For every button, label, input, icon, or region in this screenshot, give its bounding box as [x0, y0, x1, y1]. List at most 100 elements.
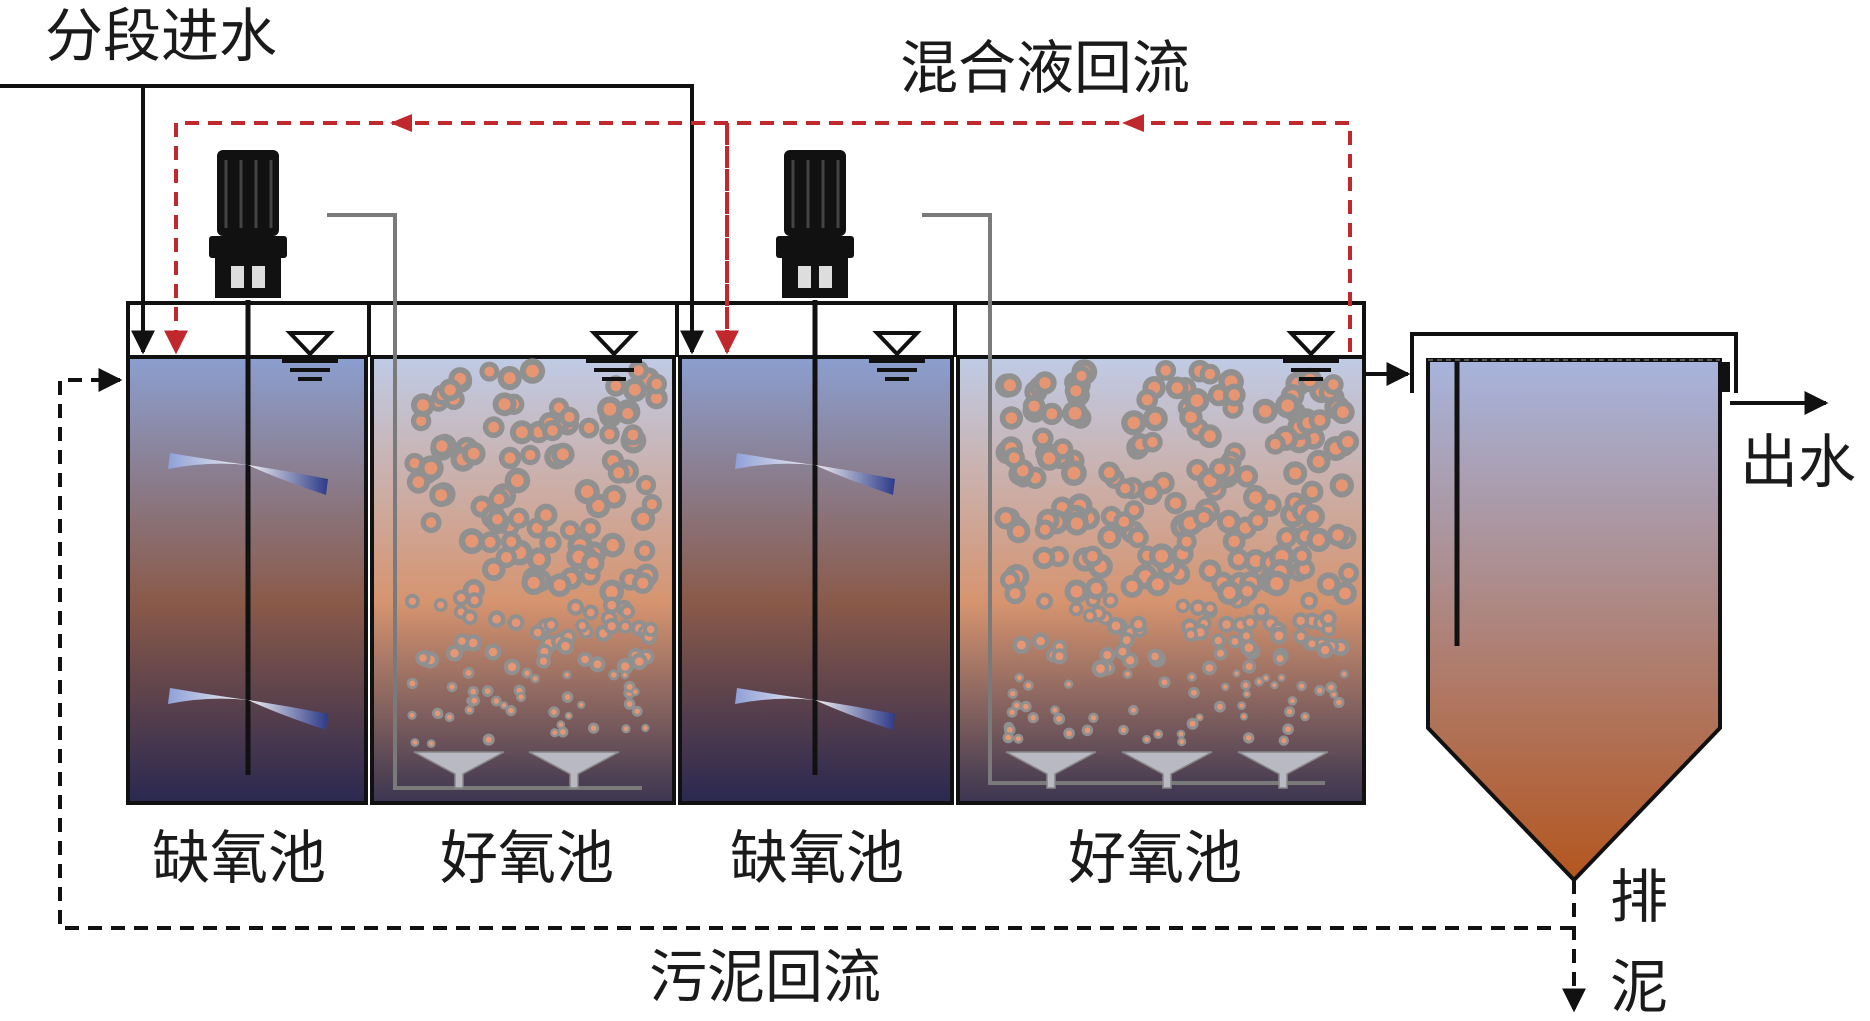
- bubble-core-icon: [547, 621, 555, 629]
- bubble-core-icon: [557, 448, 569, 461]
- bubble-core-icon: [1270, 438, 1281, 450]
- bubble-icon: [1253, 603, 1269, 619]
- bubble-core-icon: [1090, 715, 1096, 721]
- bubble-icon: [462, 667, 475, 679]
- bubble-icon: [577, 651, 593, 668]
- bubble-icon: [603, 596, 621, 614]
- bubble-icon: [539, 531, 562, 554]
- bubble-core-icon: [1106, 596, 1115, 605]
- bubble-icon: [564, 711, 573, 720]
- bubble-core-icon: [493, 698, 499, 704]
- bubble-icon: [1300, 504, 1325, 529]
- bubble-core-icon: [1189, 674, 1195, 680]
- bubble-core-icon: [633, 689, 638, 694]
- bubble-icon: [507, 614, 525, 632]
- bubble-icon: [1052, 438, 1074, 460]
- bubble-icon: [1177, 737, 1187, 747]
- bubble-core-icon: [1299, 683, 1305, 689]
- bubble-core-icon: [518, 694, 524, 700]
- bubble-icon: [1203, 601, 1218, 616]
- bubble-icon: [1300, 592, 1318, 610]
- motor-window-icon: [819, 266, 832, 288]
- bubble-core-icon: [1144, 486, 1157, 499]
- bubble-core-icon: [1134, 620, 1143, 629]
- bubble-icon: [1142, 406, 1168, 432]
- bubble-core-icon: [590, 725, 597, 731]
- bubble-icon: [1237, 701, 1247, 710]
- bubble-icon: [623, 698, 636, 710]
- bubble-icon: [561, 691, 574, 703]
- bubble-icon: [622, 377, 647, 402]
- water-level-symbols: [282, 331, 1339, 381]
- bubble-core-icon: [1222, 620, 1231, 629]
- bubble-icon: [467, 686, 479, 698]
- bubble-icon: [1064, 511, 1089, 536]
- bubble-core-icon: [1245, 735, 1252, 741]
- bubble-icon: [577, 700, 586, 710]
- bubble-icon: [481, 685, 494, 697]
- motor-base-icon: [215, 258, 281, 298]
- bubble-icon: [582, 604, 599, 621]
- air-pipe-2: [922, 213, 1325, 785]
- bubble-core-icon: [1343, 567, 1354, 579]
- bubble-core-icon: [1187, 631, 1195, 639]
- bubble-core-icon: [1185, 411, 1197, 424]
- bubble-icon: [1270, 626, 1288, 645]
- feed-main: [0, 84, 704, 355]
- bubble-core-icon: [544, 536, 557, 549]
- bubble-icon: [1061, 460, 1087, 486]
- clarifier-body: [1426, 358, 1722, 883]
- bubble-icon: [599, 424, 620, 445]
- bubble-core-icon: [487, 563, 500, 576]
- tank-top-frame: [126, 301, 1366, 357]
- bubble-core-icon: [1169, 497, 1182, 509]
- bubble-core-icon: [540, 509, 552, 521]
- bubble-core-icon: [1234, 671, 1239, 676]
- bubble-core-icon: [471, 697, 478, 704]
- bubble-icon: [1183, 627, 1198, 642]
- bubble-core-icon: [466, 707, 472, 713]
- bubble-icon: [599, 579, 624, 605]
- bubble-icon: [429, 483, 453, 507]
- bubble-icon: [461, 441, 486, 466]
- bubble-icon: [432, 707, 444, 719]
- bubble-icon: [1023, 680, 1034, 691]
- bubble-core-icon: [1118, 647, 1127, 656]
- bubble-core-icon: [1005, 412, 1018, 424]
- bubble-core-icon: [465, 534, 479, 548]
- bubble-core-icon: [533, 628, 542, 637]
- bubble-icon: [1189, 599, 1207, 616]
- diffuser-icon: [1005, 751, 1097, 789]
- bubble-core-icon: [581, 655, 589, 664]
- bubble-core-icon: [1214, 463, 1226, 475]
- bubble-core-icon: [1070, 385, 1082, 397]
- bubble-core-icon: [1205, 664, 1214, 672]
- bubble-core-icon: [498, 398, 511, 411]
- bubble-core-icon: [1129, 505, 1140, 516]
- water-level-icon: [869, 331, 925, 381]
- bubble-core-icon: [1025, 682, 1032, 689]
- bubble-icon: [608, 669, 620, 681]
- air-pipes: [327, 213, 1325, 790]
- bubble-icon: [1195, 713, 1204, 722]
- bubble-core-icon: [511, 618, 521, 627]
- bubble-core-icon: [1204, 430, 1216, 443]
- bubble-core-icon: [1332, 529, 1344, 541]
- bubble-core-icon: [1147, 437, 1158, 448]
- bubble-core-icon: [1233, 554, 1244, 565]
- bubble-icon: [482, 416, 505, 439]
- bubble-icon: [547, 573, 572, 597]
- water-level-triangle-icon: [872, 331, 922, 357]
- return-line-1: [164, 121, 1352, 355]
- bubble-core-icon: [513, 512, 525, 524]
- bubble-icon: [444, 712, 455, 723]
- bubble-core-icon: [1010, 690, 1016, 697]
- bubble-icon: [1036, 592, 1053, 610]
- bubble-icon: [548, 706, 560, 718]
- bubble-icon: [515, 691, 527, 703]
- bubble-core-icon: [1161, 679, 1168, 686]
- bubble-core-icon: [533, 553, 545, 566]
- bubble-core-icon: [1042, 452, 1056, 465]
- tank-label-anoxic-1: 缺氧池: [152, 824, 326, 892]
- bubble-core-icon: [1306, 510, 1319, 523]
